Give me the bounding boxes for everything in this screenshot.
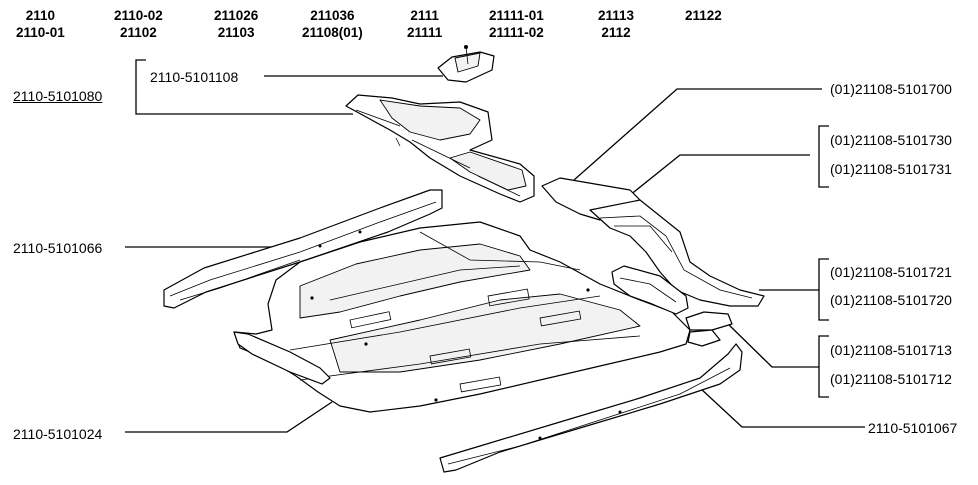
tunnel-upper-leader — [573, 88, 822, 181]
label-top-bracket: 2110-5101108 — [150, 69, 239, 85]
model-code: 211026 — [214, 8, 259, 23]
tunnel-group-bracket — [818, 125, 829, 188]
label-plate-a: (01)21108-5101713 — [830, 342, 952, 358]
model-code: 21108(01) — [302, 25, 363, 40]
label-left-rail: 2110-5101066 — [13, 240, 103, 256]
model-column-7: 21113 2112 — [598, 7, 634, 41]
model-code: 211036 — [310, 8, 355, 23]
tunnel-part — [541, 177, 765, 307]
model-code: 21111-02 — [489, 25, 544, 40]
label-assembly: 2110-5101080 — [13, 88, 103, 104]
model-column-8: 21122 — [685, 7, 722, 24]
model-code: 2111 — [410, 8, 439, 23]
member-group-bracket — [818, 258, 829, 321]
left-sill-part — [233, 331, 331, 385]
assembly-bracket-line — [135, 59, 353, 115]
label-floor-pan: 2110-5101024 — [13, 426, 103, 442]
plate-group-bracket — [818, 335, 829, 398]
model-code: 2110-01 — [16, 25, 65, 40]
plate-group-leader — [725, 321, 819, 368]
tunnel-group-leader — [613, 154, 810, 209]
label-tunnel-b: (01)21108-5101731 — [830, 161, 952, 177]
label-tunnel-a: (01)21108-5101730 — [830, 132, 952, 148]
label-tunnel-upper: (01)21108-5101700 — [830, 81, 952, 97]
top-bracket-part — [437, 45, 495, 83]
model-code: 21111 — [407, 25, 443, 40]
label-right-sill: 2110-5101067 — [868, 420, 958, 436]
model-code: 2110-02 — [114, 8, 163, 23]
right-sill-leader — [699, 387, 865, 428]
model-column-3: 211026 21103 — [214, 7, 258, 41]
model-column-4: 211036 21108(01) — [302, 7, 363, 41]
label-member-b: (01)21108-5101720 — [830, 292, 952, 308]
model-column-2: 2110-02 21102 — [114, 7, 163, 41]
model-code: 2110 — [25, 8, 56, 23]
model-code: 2112 — [601, 25, 631, 40]
model-code: 21102 — [120, 25, 157, 40]
model-column-1: 2110 2110-01 — [16, 7, 65, 41]
model-code: 21122 — [685, 8, 722, 23]
left-rail-part — [163, 189, 443, 309]
right-sill-part — [439, 343, 743, 473]
model-code: 21111-01 — [489, 8, 544, 23]
model-column-6: 21111-01 21111-02 — [489, 7, 544, 41]
label-plate-b: (01)21108-5101712 — [830, 371, 952, 387]
floor-pan-part — [233, 221, 691, 413]
side-member-part — [611, 265, 689, 315]
small-plates-part — [685, 311, 733, 347]
model-column-5: 2111 21111 — [407, 7, 442, 41]
floor-pan-leader — [125, 401, 333, 433]
label-member-a: (01)21108-5101721 — [830, 264, 952, 280]
front-member-part — [345, 94, 535, 203]
model-code: 21103 — [217, 25, 255, 40]
model-code: 21113 — [598, 8, 635, 23]
leader-lines — [125, 59, 865, 433]
